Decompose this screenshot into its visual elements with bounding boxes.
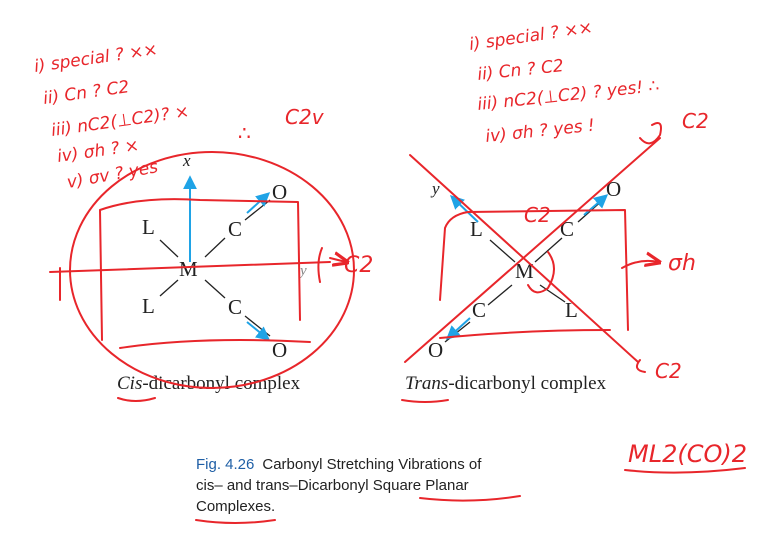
- trans-atom-m: M: [515, 259, 534, 283]
- trans-rotation-curl: [527, 251, 555, 294]
- trans-c2-diagonal-1: [404, 137, 661, 363]
- cis-box-outline: [99, 198, 311, 349]
- trans-atom-l1: L: [470, 217, 483, 241]
- handwritten-notes-left: i) special ? ×× ii) Cn ? C2 iii) nC2(⊥C2…: [33, 40, 373, 278]
- cis-atom-o1: O: [272, 180, 287, 204]
- cis-c1-vibration-arrow: [246, 192, 271, 214]
- trans-atom-o2: O: [428, 338, 443, 362]
- caption-fig-number: Fig. 4.26: [196, 456, 254, 473]
- trans-atom-o1: O: [606, 177, 621, 201]
- trans-c1-vibration-arrow: [583, 194, 609, 216]
- cis-complex: x y L L M C C O O Cis-dicarbonyl complex: [117, 151, 307, 394]
- note-right-2: ii) Cn ? C2: [476, 56, 564, 85]
- note-left-c2-axis: C2: [344, 253, 373, 278]
- note-right-c2-top: C2: [682, 109, 709, 133]
- cis-atom-c1: C: [228, 217, 242, 241]
- note-left-therefore: ∴: [238, 121, 251, 145]
- trans-box-outline: [439, 209, 629, 339]
- formula-underline: [624, 467, 746, 474]
- note-right-1: i) special ? ××: [468, 18, 594, 55]
- caption-underline-2: [195, 519, 276, 524]
- note-left-2: ii) Cn ? C2: [42, 77, 131, 109]
- cis-complex-label: Cis-dicarbonyl complex: [117, 373, 301, 394]
- note-left-1: i) special ? ××: [33, 40, 159, 77]
- trans-complex: y L L M C C O O Trans-dicarbonyl complex: [405, 177, 621, 394]
- trans-complex-label: Trans-dicarbonyl complex: [405, 373, 607, 394]
- handwritten-formula: ML2(CO)2: [628, 440, 747, 468]
- cis-bonds: [159, 199, 271, 337]
- cis-c2-vibration-arrow: [246, 321, 271, 341]
- note-right-4: iv) σh ? yes !: [484, 116, 595, 147]
- cis-atom-m: M: [179, 257, 198, 281]
- note-right-c2-mid: C2: [524, 203, 551, 227]
- trans-atom-c2: C: [472, 298, 486, 322]
- trans-label-underline: [401, 399, 449, 403]
- trans-c2-vibration-arrow: [445, 317, 471, 340]
- note-right-sigma-h: σh: [668, 251, 696, 276]
- cis-atom-c2: C: [228, 295, 242, 319]
- caption-line-3: Complexes.: [196, 498, 275, 515]
- cis-axis-x-label: x: [182, 151, 191, 170]
- handwritten-annotations: [49, 122, 746, 524]
- caption-line-2: cis– and trans–Dicarbonyl Square Planar: [196, 477, 469, 494]
- note-left-result: C2v: [285, 105, 325, 129]
- cis-atom-l1: L: [142, 215, 155, 239]
- cis-enclosing-circle: [69, 151, 355, 389]
- trans-sigma-h-arrow: [621, 261, 658, 269]
- cis-atom-l2: L: [142, 294, 155, 318]
- cis-atom-o2: O: [272, 338, 287, 362]
- cis-axis-y-label: y: [298, 263, 307, 279]
- cis-c2-axis-line: [49, 261, 331, 273]
- trans-axis-y-label: y: [430, 179, 440, 198]
- note-right-c2-bot: C2: [655, 359, 682, 383]
- cis-label-underline: [117, 397, 156, 402]
- note-left-3: iii) nC2(⊥C2)? ×: [50, 102, 191, 141]
- trans-c2-diagonal-2: [409, 154, 639, 363]
- cis-c2-axis-arrow: [317, 247, 323, 283]
- trans-y-axis-arrow: [449, 195, 479, 223]
- caption-underline-1: [419, 495, 521, 502]
